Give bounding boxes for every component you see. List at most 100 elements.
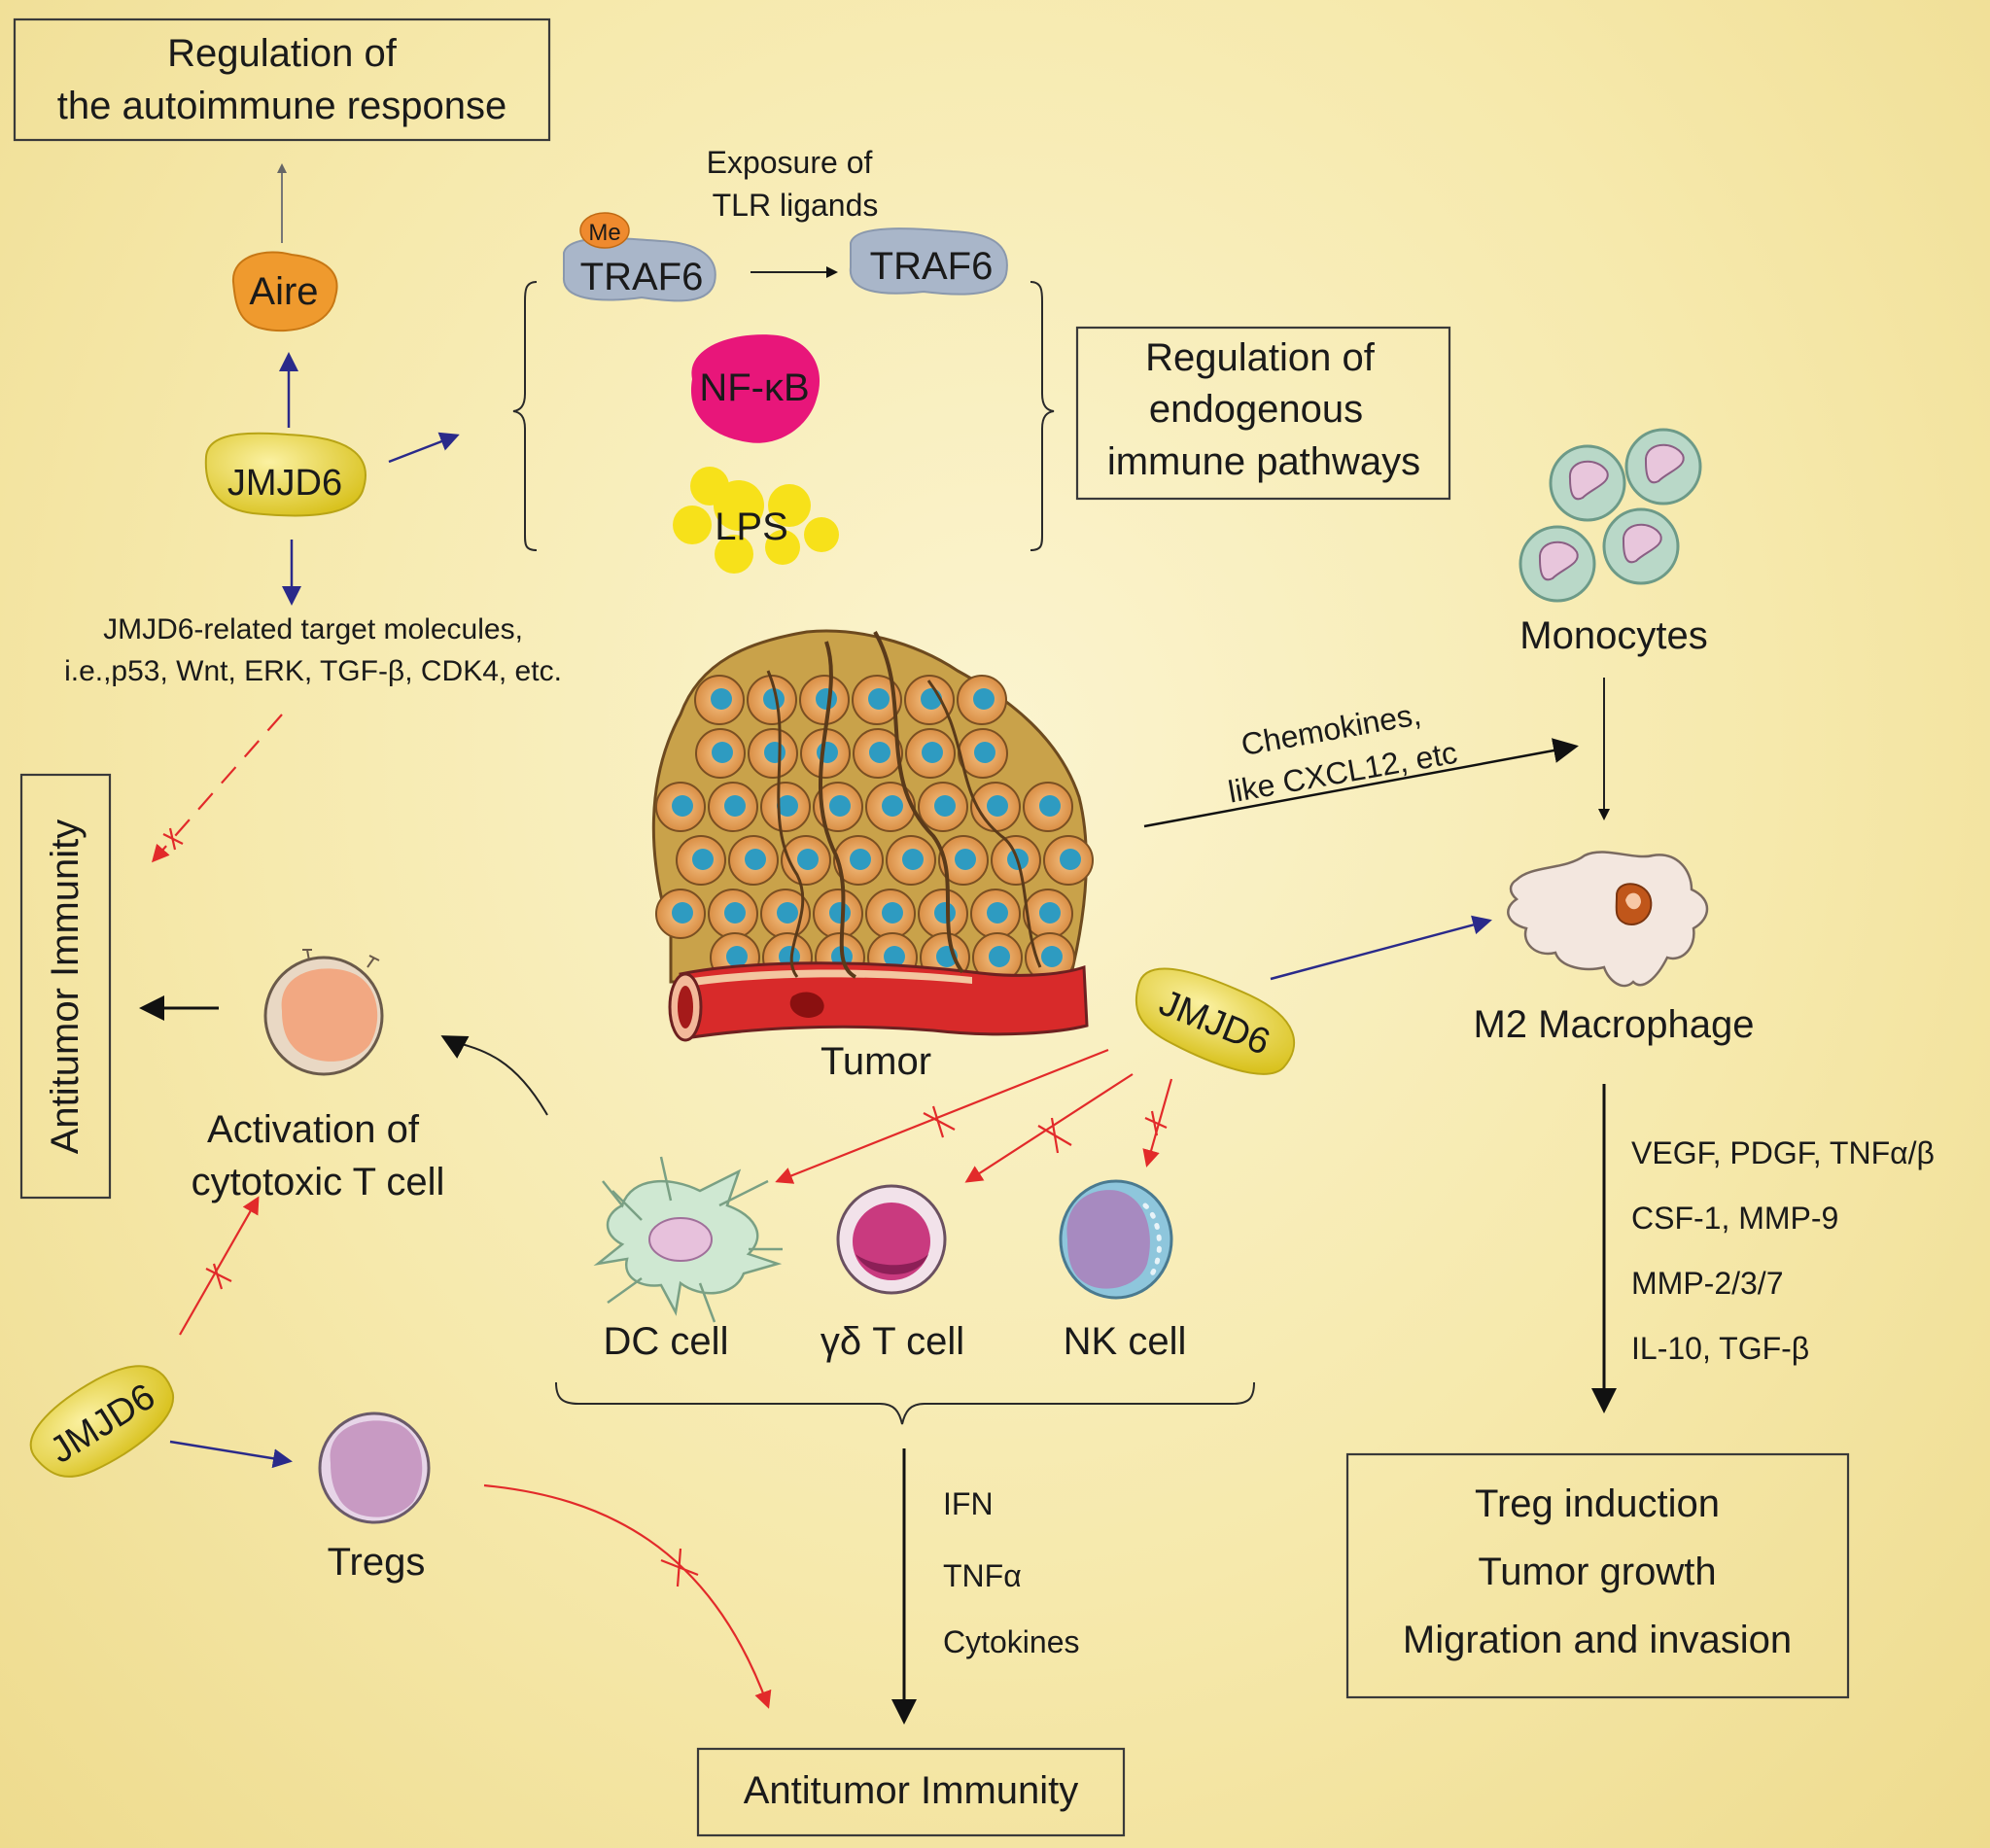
tumor-cell-nucleus xyxy=(850,849,871,870)
tregs-label: Tregs xyxy=(328,1541,426,1584)
tlr-line2: TLR ligands xyxy=(713,188,879,223)
tumor-cell-nucleus xyxy=(1039,902,1061,924)
tregs-cell xyxy=(318,1412,431,1524)
m2-macrophage-cell xyxy=(1507,851,1709,988)
lps-label: LPS xyxy=(715,506,788,548)
antitumor-bottom-label: Antitumor Immunity xyxy=(744,1769,1079,1812)
inhibit-mark-dc xyxy=(923,1105,956,1138)
arrow-dc-to-ctl-head xyxy=(440,1035,470,1059)
tumor-cell-nucleus xyxy=(987,902,1008,924)
methyl-group xyxy=(579,212,630,249)
tumor-label: Tumor xyxy=(820,1040,931,1083)
tumor-cell-nucleus xyxy=(1041,946,1063,967)
tumor-cell-nucleus xyxy=(777,902,798,924)
ctl-line2: cytotoxic T cell xyxy=(192,1161,445,1203)
traf6-methylated: TRAF6 Me xyxy=(562,212,716,302)
inhibit-mark-targets xyxy=(162,827,184,851)
inhibit-mark-tregs xyxy=(660,1548,699,1587)
tumor-cell-nucleus xyxy=(955,849,976,870)
gd-t-cell-label: γδ T cell xyxy=(820,1320,964,1363)
cytokine-3: Cytokines xyxy=(943,1624,1080,1659)
targets-line1: JMJD6-related target molecules, xyxy=(103,613,523,645)
endogenous-box: Regulation of endogenous immune pathways xyxy=(1075,326,1451,501)
cytokine-1: IFN xyxy=(943,1486,994,1521)
nk-cell xyxy=(1059,1179,1173,1300)
arrow-jmjd6-to-m2 xyxy=(1270,915,1492,981)
tumor-cells xyxy=(655,675,1094,983)
antitumor-left-box: Antitumor Immunity xyxy=(19,773,112,1200)
tumor-cell-nucleus xyxy=(777,795,798,817)
tumor-cell-nucleus xyxy=(973,688,995,710)
tumor-cell-nucleus xyxy=(829,795,851,817)
tumor-cell-nucleus xyxy=(711,688,732,710)
outcome-3: Migration and invasion xyxy=(1403,1619,1792,1661)
nfkb-molecule: NF-κB xyxy=(690,334,820,443)
inhibited-arrow-jmjd6-gdt xyxy=(964,1073,1134,1183)
outcomes-box: Treg induction Tumor growth Migration an… xyxy=(1345,1452,1850,1699)
tumor-cell-nucleus xyxy=(797,849,819,870)
tlr-line1: Exposure of xyxy=(707,145,873,180)
arrow-jmjd6-to-tregs xyxy=(169,1440,293,1469)
arrow-tumor-to-monocytes xyxy=(1143,738,1579,828)
traf6: TRAF6 xyxy=(849,227,1008,296)
tumor-cell-nucleus xyxy=(974,742,995,763)
tumor-cell-nucleus xyxy=(902,849,924,870)
antitumor-bottom-box: Antitumor Immunity xyxy=(696,1747,1126,1837)
outcome-1: Treg induction xyxy=(1475,1482,1720,1525)
tumor-cell-nucleus xyxy=(745,849,766,870)
tumor-cell-nucleus xyxy=(1039,795,1061,817)
aire-label: Aire xyxy=(249,270,318,313)
inhibited-arrow-jmjd6-ctl xyxy=(179,1196,260,1336)
tumor-cell-nucleus xyxy=(712,742,733,763)
tumor-cell-nucleus xyxy=(868,688,890,710)
methyl-label: Me xyxy=(588,220,620,246)
dc-cell-label: DC cell xyxy=(604,1320,729,1363)
pathway-bracket-right xyxy=(1030,281,1055,551)
tumor-cell-nucleus xyxy=(816,688,837,710)
tumor-cell-nucleus xyxy=(829,902,851,924)
nk-cell-label: NK cell xyxy=(1064,1320,1187,1363)
outcome-2: Tumor growth xyxy=(1478,1551,1716,1593)
traf6-methylated-label: TRAF6 xyxy=(580,256,704,298)
aire-molecule: Aire xyxy=(231,251,338,332)
tumor-cell-nucleus xyxy=(763,688,785,710)
jmjd6-middle: JMJD6 xyxy=(1135,967,1296,1075)
jmjd6-top: JMJD6 xyxy=(204,432,367,517)
factor-4: IL-10, TGF-β xyxy=(1631,1331,1809,1366)
dc-cell xyxy=(593,1156,783,1323)
autoimmune-box-line1: Regulation of xyxy=(167,32,398,75)
inhibit-mark-nk xyxy=(1144,1110,1168,1136)
immune-cells-brace xyxy=(555,1381,1255,1425)
tumor-cell-nucleus xyxy=(884,946,905,967)
cytotoxic-t-cell xyxy=(263,949,384,1076)
tumor-cell-nucleus xyxy=(672,902,693,924)
tumor-cell-nucleus xyxy=(672,795,693,817)
tumor-cell-nucleus xyxy=(934,902,956,924)
traf6-label: TRAF6 xyxy=(870,245,994,288)
jmjd6-bottom: JMJD6 xyxy=(29,1365,174,1478)
autoimmune-box-line2: the autoimmune response xyxy=(57,85,507,127)
m2-macrophage-label: M2 Macrophage xyxy=(1473,1003,1754,1046)
tumor-cell-nucleus xyxy=(882,902,903,924)
tumor-cell-nucleus xyxy=(989,946,1010,967)
tumor-cell-nucleus xyxy=(692,849,714,870)
tumor-cell-nucleus xyxy=(724,795,746,817)
pathway-bracket-left xyxy=(512,281,538,551)
targets-line2: i.e.,p53, Wnt, ERK, TGF-β, CDK4, etc. xyxy=(64,655,562,687)
tumor-cell-nucleus xyxy=(726,946,748,967)
tumor-cell-nucleus xyxy=(724,902,746,924)
autoimmune-box: Regulation of the autoimmune response xyxy=(13,17,551,142)
endogenous-box-line1: Regulation of xyxy=(1145,336,1376,379)
tumor-cell-nucleus xyxy=(934,795,956,817)
tumor-cell-nucleus xyxy=(882,795,903,817)
factor-2: CSF-1, MMP-9 xyxy=(1631,1201,1838,1236)
tumor-cell-nucleus xyxy=(869,742,890,763)
inhibit-mark-ctl xyxy=(205,1263,232,1290)
arrow-dc-to-ctl xyxy=(446,1039,548,1116)
tumor-cell-nucleus xyxy=(817,742,838,763)
monocyte-cluster xyxy=(1519,428,1702,603)
inhibit-mark-gdt xyxy=(1037,1117,1072,1154)
inhibited-arrow-jmjd6-nk xyxy=(1142,1078,1173,1168)
